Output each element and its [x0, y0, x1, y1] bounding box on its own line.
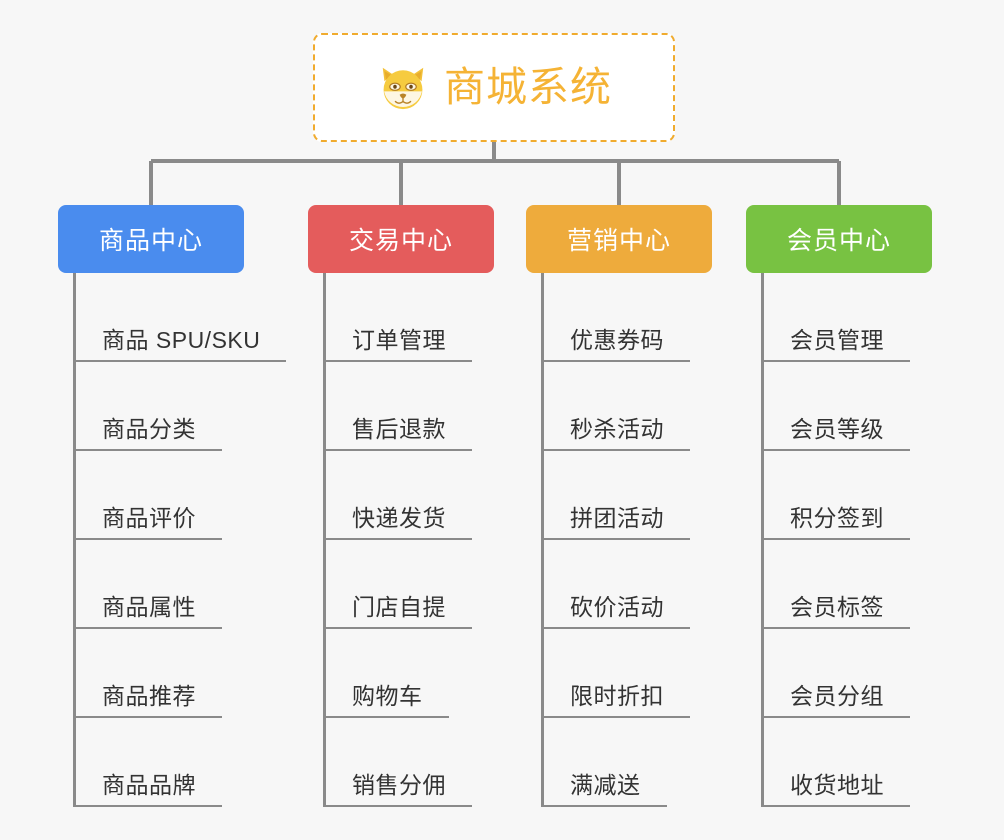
leaf-item[interactable]: 砍价活动	[544, 540, 712, 629]
leaf-label: 订单管理	[352, 326, 446, 353]
leaf-item[interactable]: 会员分组	[764, 629, 932, 718]
branch-header-product[interactable]: 商品中心	[58, 205, 244, 273]
branch-header-label: 交易中心	[348, 227, 453, 255]
leaf-label: 砍价活动	[570, 593, 664, 620]
leaf-item[interactable]: 限时折扣	[544, 629, 712, 718]
leaf-item[interactable]: 商品 SPU/SKU	[76, 273, 287, 362]
leaf-item[interactable]: 会员管理	[764, 273, 932, 362]
root-node[interactable]: 商城系统	[313, 33, 675, 142]
root-node-wrapper: 商城系统	[313, 33, 675, 142]
root-title: 商城系统	[444, 64, 612, 110]
branch-columns: 商品中心 商品 SPU/SKU 商品分类 商品评价 商品属性 商品推荐 商品品牌…	[0, 205, 1004, 840]
leaf-label: 销售分佣	[352, 771, 446, 798]
leaf-label: 商品 SPU/SKU	[102, 326, 261, 353]
branch-header-label: 会员中心	[786, 227, 891, 255]
leaf-label: 满减送	[570, 771, 641, 798]
leaf-label: 收货地址	[790, 771, 884, 798]
shiba-dog-emoji-icon	[382, 67, 424, 109]
leaf-item[interactable]: 优惠券码	[544, 273, 712, 362]
leaf-label: 拼团活动	[570, 504, 664, 531]
leaf-item[interactable]: 销售分佣	[326, 718, 494, 807]
branch-header-member[interactable]: 会员中心	[746, 205, 932, 273]
branch-header-label: 商品中心	[98, 227, 203, 255]
branch-header-label: 营销中心	[566, 227, 671, 255]
leaf-label: 限时折扣	[570, 682, 664, 709]
branch-leaf-list-trade: 订单管理 售后退款 快递发货 门店自提 购物车 销售分佣	[323, 273, 494, 807]
leaf-label: 积分签到	[790, 504, 884, 531]
leaf-label: 售后退款	[352, 415, 446, 442]
leaf-label: 会员标签	[790, 593, 884, 620]
branch-column-marketing: 营销中心 优惠券码 秒杀活动 拼团活动 砍价活动 限时折扣 满减送	[526, 205, 712, 807]
leaf-item[interactable]: 门店自提	[326, 540, 494, 629]
leaf-item[interactable]: 收货地址	[764, 718, 932, 807]
branch-header-trade[interactable]: 交易中心	[308, 205, 494, 273]
leaf-item[interactable]: 快递发货	[326, 451, 494, 540]
leaf-item[interactable]: 拼团活动	[544, 451, 712, 540]
leaf-label: 快递发货	[352, 504, 446, 531]
branch-header-marketing[interactable]: 营销中心	[526, 205, 712, 273]
leaf-item[interactable]: 商品品牌	[76, 718, 244, 807]
branch-column-trade: 交易中心 订单管理 售后退款 快递发货 门店自提 购物车 销售分佣	[308, 205, 494, 807]
branch-leaf-list-product: 商品 SPU/SKU 商品分类 商品评价 商品属性 商品推荐 商品品牌	[73, 273, 287, 807]
leaf-label: 会员管理	[790, 326, 884, 353]
leaf-item[interactable]: 秒杀活动	[544, 362, 712, 451]
leaf-item[interactable]: 商品分类	[76, 362, 244, 451]
leaf-item[interactable]: 购物车	[326, 629, 494, 718]
leaf-item[interactable]: 积分签到	[764, 451, 932, 540]
leaf-label: 会员等级	[790, 415, 884, 442]
leaf-label: 商品推荐	[102, 682, 196, 709]
leaf-item[interactable]: 商品推荐	[76, 629, 244, 718]
leaf-item[interactable]: 订单管理	[326, 273, 494, 362]
leaf-item[interactable]: 商品评价	[76, 451, 244, 540]
leaf-item[interactable]: 售后退款	[326, 362, 494, 451]
leaf-label: 商品分类	[102, 415, 196, 442]
leaf-label: 商品评价	[102, 504, 196, 531]
leaf-label: 秒杀活动	[570, 415, 664, 442]
leaf-label: 会员分组	[790, 682, 884, 709]
branch-column-product: 商品中心 商品 SPU/SKU 商品分类 商品评价 商品属性 商品推荐 商品品牌	[58, 205, 287, 807]
leaf-label: 门店自提	[352, 593, 446, 620]
leaf-item[interactable]: 满减送	[544, 718, 712, 807]
leaf-label: 商品属性	[102, 593, 196, 620]
leaf-label: 购物车	[352, 682, 423, 709]
leaf-label: 优惠券码	[570, 326, 664, 353]
branch-leaf-list-member: 会员管理 会员等级 积分签到 会员标签 会员分组 收货地址	[761, 273, 932, 807]
branch-leaf-list-marketing: 优惠券码 秒杀活动 拼团活动 砍价活动 限时折扣 满减送	[541, 273, 712, 807]
branch-column-member: 会员中心 会员管理 会员等级 积分签到 会员标签 会员分组 收货地址	[746, 205, 932, 807]
leaf-item[interactable]: 商品属性	[76, 540, 244, 629]
leaf-label: 商品品牌	[102, 771, 196, 798]
leaf-item[interactable]: 会员标签	[764, 540, 932, 629]
leaf-item[interactable]: 会员等级	[764, 362, 932, 451]
